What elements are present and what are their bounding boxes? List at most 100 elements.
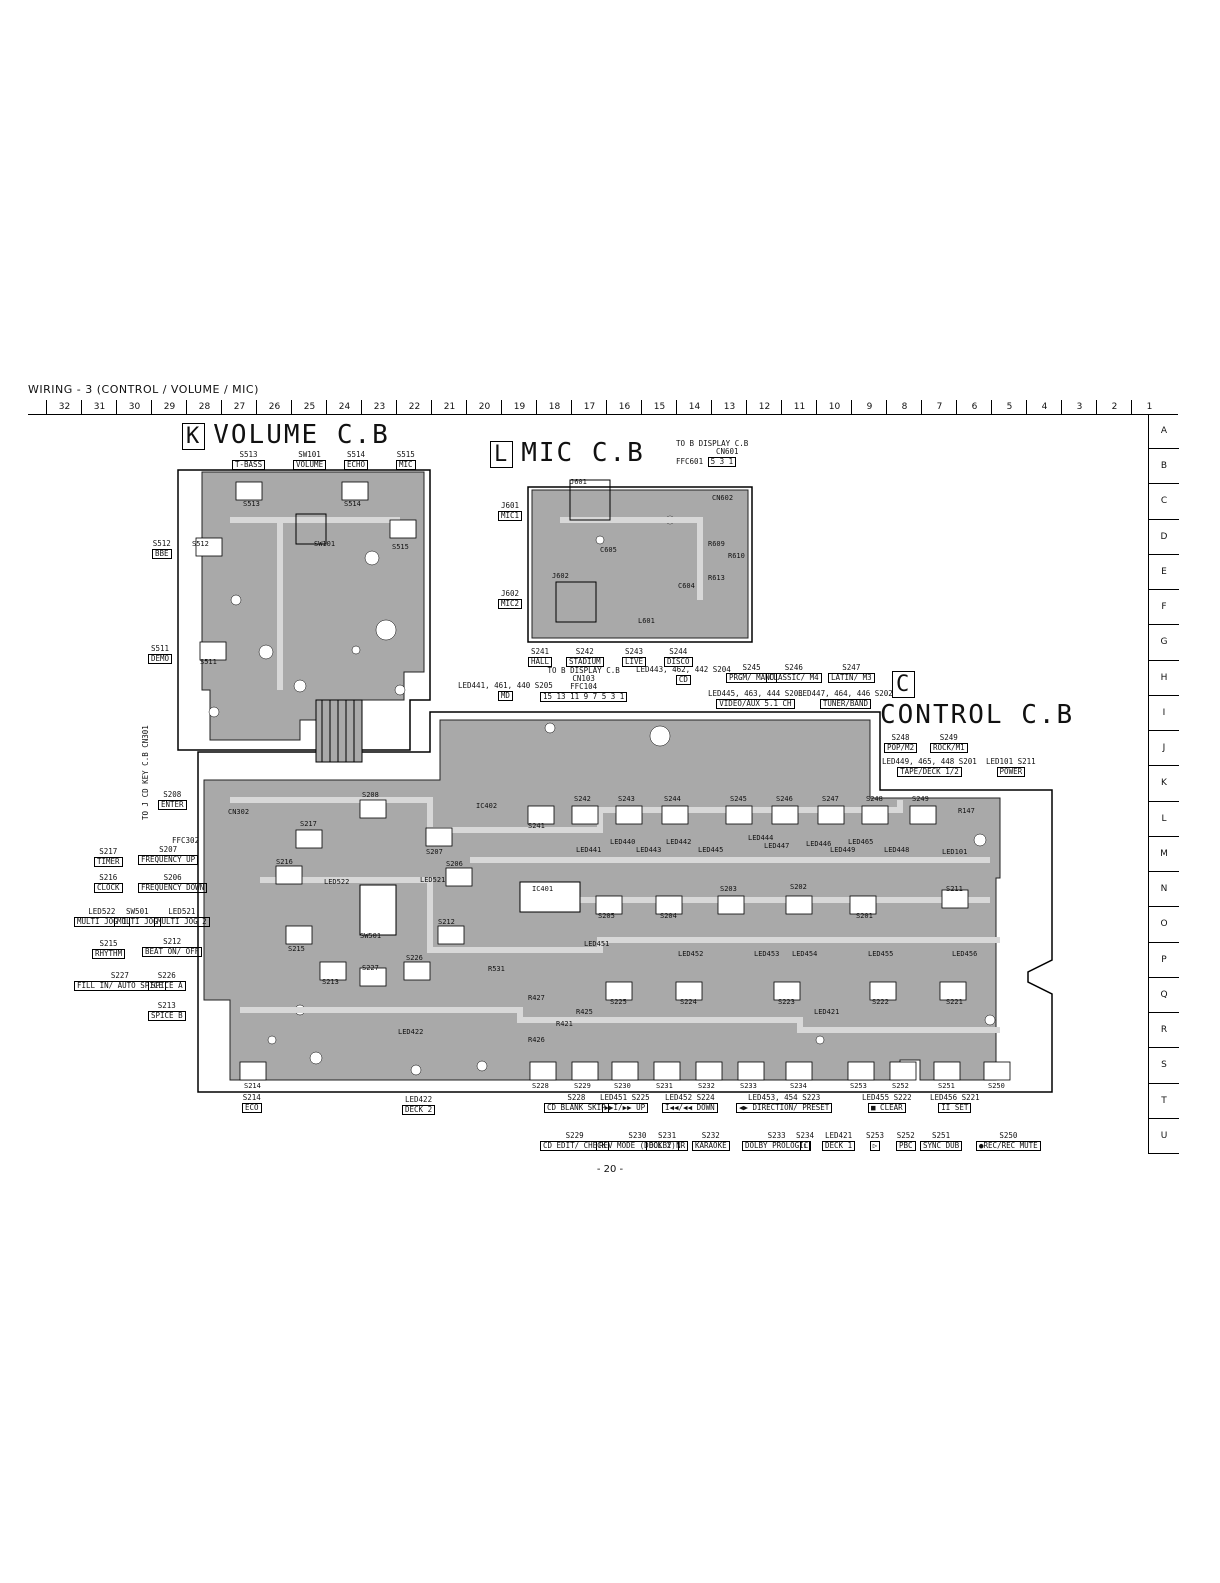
column-label: 25 (291, 400, 327, 414)
j602-jack (555, 581, 597, 623)
part-ref: S225 (610, 998, 627, 1006)
label-ref: S515 (396, 450, 415, 459)
tact-switch (771, 805, 799, 825)
column-label: 3 (1061, 400, 1097, 414)
tact-switch (571, 805, 599, 825)
label-function: POWER (996, 767, 1026, 777)
tact-switch (717, 895, 745, 915)
label-function: MULTI JOG 1 (74, 917, 130, 927)
label-ref: LED522 (88, 907, 116, 916)
label-ref: S207 (159, 845, 178, 854)
column-label: 13 (711, 400, 747, 414)
label-ref: S253 (866, 1131, 885, 1140)
label-ref: LED447, 464, 446 S202 (798, 689, 893, 698)
row-label: N (1149, 872, 1179, 908)
part-ref: R426 (528, 1036, 545, 1044)
label-ref: SW501 (126, 907, 149, 916)
tact-switch (389, 519, 417, 539)
column-label: 28 (186, 400, 222, 414)
row-label: G (1149, 625, 1179, 661)
tact-switch (615, 805, 643, 825)
part-ref: S211 (946, 885, 963, 893)
display-connector-2-note: TO B DISPLAY C.B CN103 FFC104 15 13 11 9… (540, 667, 628, 702)
row-label: C (1149, 484, 1179, 520)
label-function: CLASSIC/ M4 (766, 673, 822, 683)
part-ref: S215 (288, 945, 305, 953)
volume-board-name: VOLUME C.B (213, 420, 390, 450)
label-function: DOLBY NR (646, 1141, 689, 1151)
part-ref: S241 (528, 822, 545, 830)
ribbon-cable (315, 699, 363, 763)
cd-key-line1: TO J CD KEY (141, 770, 150, 820)
column-label: 20 (466, 400, 502, 414)
label-ref: S232 (701, 1131, 720, 1140)
part-ref: R531 (488, 965, 505, 973)
column-label: 12 (746, 400, 782, 414)
column-label: 17 (571, 400, 607, 414)
label-function: ECHO (344, 460, 369, 470)
part-ref: S511 (200, 658, 217, 666)
label-function: BBE (152, 549, 172, 559)
part-ref: S221 (946, 998, 963, 1006)
label-function: MULTI JOG 2 (154, 917, 210, 927)
part-ref: S222 (872, 998, 889, 1006)
label-function: LATIN/ M3 (828, 673, 875, 683)
part-ref: LED456 (952, 950, 978, 958)
mic-board-outline (527, 486, 753, 643)
tact-switch (319, 961, 347, 981)
part-ref: S228 (532, 1082, 549, 1090)
tact-switch (199, 641, 227, 661)
part-ref: L601 (638, 617, 655, 625)
column-label: 22 (396, 400, 432, 414)
label-ref: S247 (842, 663, 861, 672)
row-label: D (1149, 520, 1179, 555)
label-ref: LED456 S221 (930, 1093, 980, 1102)
label-function: FILL IN/ AUTO SPICE (74, 981, 166, 991)
column-label: 24 (326, 400, 362, 414)
label-ref: S217 (99, 847, 118, 856)
page-number: - 20 - (596, 1164, 624, 1175)
row-label: R (1149, 1013, 1179, 1049)
mounting-hole (364, 550, 380, 566)
label-function: ▷ (869, 1141, 881, 1151)
column-label: 2 (1096, 400, 1132, 414)
part-ref: S202 (790, 883, 807, 891)
part-ref: S513 (243, 500, 260, 508)
part-ref: IC401 (532, 885, 554, 893)
part-ref: R421 (556, 1020, 573, 1028)
ic401 (519, 881, 581, 913)
label-function: VIDEO/AUX 5.1 CH (716, 699, 795, 709)
label-function: MIC (396, 460, 416, 470)
display-connector-2-line2: CN103 (572, 674, 595, 683)
part-ref: S252 (892, 1082, 909, 1090)
row-label: S (1149, 1048, 1179, 1084)
label-ref: LED422 (405, 1095, 433, 1104)
part-ref: S201 (856, 912, 873, 920)
label-ref: S514 (347, 450, 366, 459)
label-ref: J601 (501, 501, 520, 510)
label-function: STADIUM (566, 657, 604, 667)
part-ref: R425 (576, 1008, 593, 1016)
tact-switch (275, 865, 303, 885)
mounting-hole (351, 645, 361, 655)
tact-switch (595, 895, 623, 915)
control-board-letter: C (892, 671, 916, 698)
column-label: 32 (46, 400, 82, 414)
label-ref: S513 (239, 450, 258, 459)
part-ref: S231 (656, 1082, 673, 1090)
mounting-hole (267, 1035, 277, 1045)
label-function: TUNER/BAND (819, 699, 871, 709)
part-ref: LED422 (398, 1028, 424, 1036)
tact-switch (817, 805, 845, 825)
label-ref: S511 (151, 644, 170, 653)
